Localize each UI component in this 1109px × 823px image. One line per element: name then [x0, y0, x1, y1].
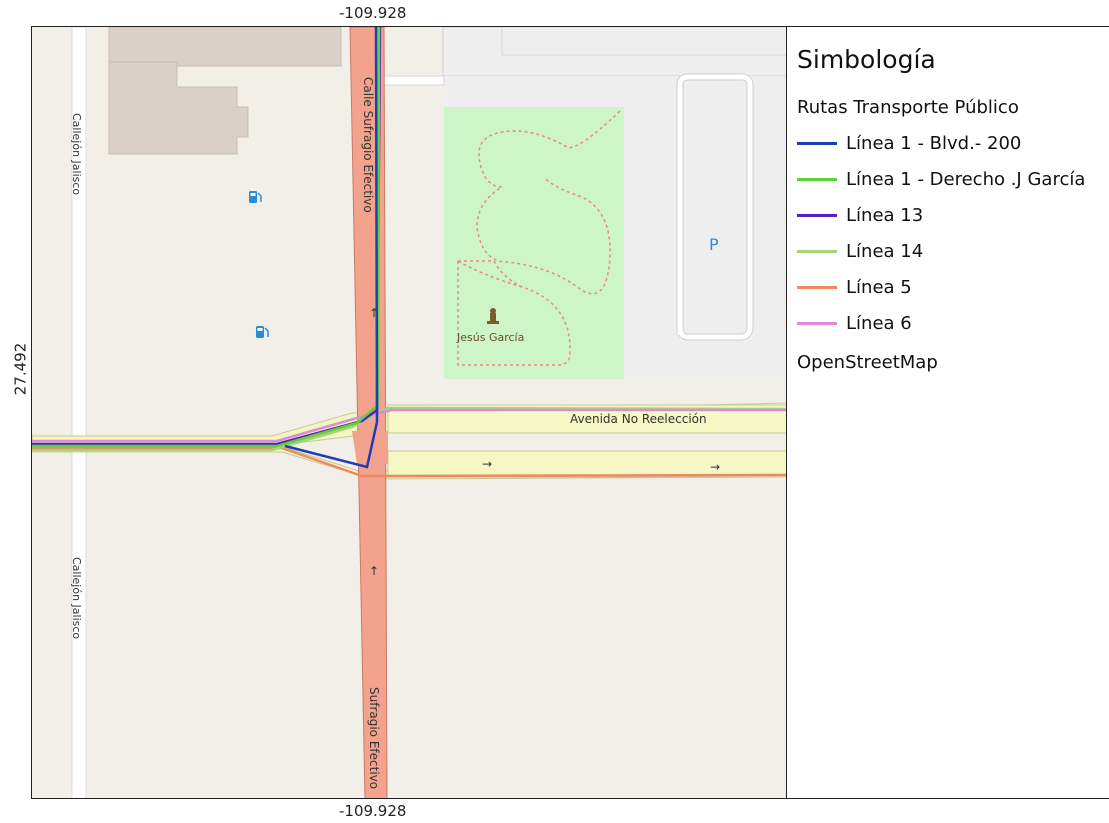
one-way-arrow-icon: → — [710, 460, 720, 474]
street-label-callejon-north: Callejón Jalisco — [70, 113, 83, 195]
legend-item-linea-5[interactable]: Línea 5 — [797, 275, 912, 299]
street-label-sufragio-south: Sufragio Efectivo — [367, 687, 381, 789]
legend-label: Línea 6 — [846, 312, 912, 334]
legend-label: Línea 1 - Blvd.- 200 — [846, 132, 1022, 154]
map-canvas[interactable]: ↑ ↑ → → Calle Sufragio Efectivo Sufragio… — [32, 27, 787, 799]
street-label-callejon-south: Callejón Jalisco — [70, 557, 83, 639]
legend-item-linea-13[interactable]: Línea 13 — [797, 203, 923, 227]
legend-label: Línea 13 — [846, 204, 924, 226]
route-linea-6 — [32, 408, 786, 443]
route-linea-1-blvd — [284, 27, 379, 469]
service-road — [383, 75, 445, 86]
legend-swatch — [797, 213, 837, 217]
coordinate-left: 27.492 — [11, 342, 30, 396]
parking-lot — [501, 27, 786, 56]
parking-aisle — [677, 74, 753, 340]
legend-item-linea-6[interactable]: Línea 6 — [797, 311, 912, 335]
legend-label: Línea 1 - Derecho .J García — [846, 168, 1086, 190]
intersection — [352, 431, 388, 464]
coordinate-bottom: -109.928 — [339, 802, 407, 820]
route-linea-14 — [32, 406, 786, 452]
route-linea-5 — [32, 446, 786, 478]
one-way-arrow-icon: ↑ — [369, 306, 379, 320]
legend-swatch — [797, 285, 837, 289]
park-path — [457, 259, 571, 366]
map-frame[interactable]: ↑ ↑ → → Calle Sufragio Efectivo Sufragio… — [31, 26, 787, 799]
park-path — [476, 110, 621, 295]
one-way-arrow-icon: ↑ — [369, 564, 379, 578]
street-label-sufragio-north: Calle Sufragio Efectivo — [361, 77, 375, 213]
building — [108, 27, 342, 67]
legend-swatch — [797, 249, 837, 253]
park-path — [458, 260, 523, 288]
route-linea-1-derecho — [32, 27, 381, 448]
coordinate-top: -109.928 — [339, 4, 407, 22]
legend-item-linea-1-blvd[interactable]: Línea 1 - Blvd.- 200 — [797, 131, 1021, 155]
legend-group-label: Rutas Transporte Público — [797, 97, 1019, 118]
legend-label: Línea 5 — [846, 276, 912, 298]
parking-icon[interactable]: P — [709, 235, 719, 254]
park-area — [444, 107, 624, 379]
legend-swatch — [797, 321, 837, 325]
avenida-lane — [387, 450, 786, 478]
one-way-arrow-icon: → — [482, 457, 492, 471]
legend-item-linea-14[interactable]: Línea 14 — [797, 239, 923, 263]
legend-title: Simbología — [797, 45, 936, 74]
legend-basemap-label: OpenStreetMap — [797, 352, 938, 373]
monument-label: Jesús García — [456, 331, 524, 344]
building — [108, 61, 249, 155]
legend-swatch — [797, 141, 837, 145]
callejon-jalisco-road — [71, 27, 87, 798]
street-label-avenida: Avenida No Reelección — [570, 412, 707, 426]
fuel-icon[interactable] — [256, 326, 269, 338]
legend-panel: Simbología Rutas Transporte Público Líne… — [787, 26, 1109, 799]
legend-item-linea-1-derecho[interactable]: Línea 1 - Derecho .J García — [797, 167, 1085, 191]
legend-swatch — [797, 177, 837, 181]
monument-icon[interactable] — [487, 308, 499, 324]
fuel-icon[interactable] — [249, 191, 262, 203]
legend-label: Línea 14 — [846, 240, 924, 262]
